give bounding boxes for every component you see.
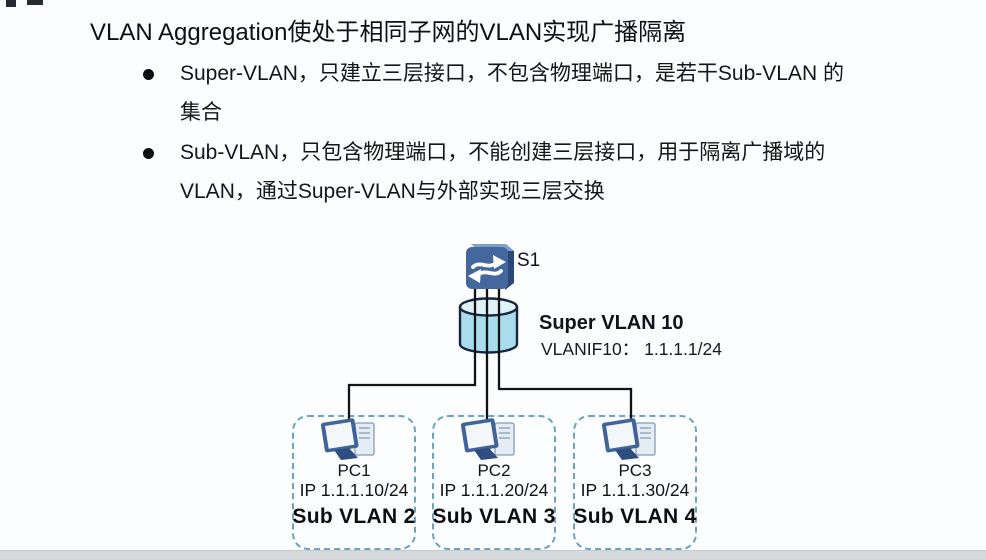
screen-artifact [6,0,16,7]
switch-label: S1 [517,250,541,271]
bullet-icon [143,148,154,159]
bullet-text: Super-VLAN，只建立三层接口，不包含物理端口，是若干Sub-VLAN 的… [180,55,844,132]
sub-vlan-2-box: PC1 IP 1.1.1.10/24 Sub VLAN 2 [292,415,416,550]
vlan-cylinder-icon [458,297,519,354]
bullet-line: Super-VLAN，只建立三层接口，不包含物理端口，是若干Sub-VLAN 的 [180,62,844,85]
bullet-icon [143,69,154,80]
bullet-line: VLAN，通过Super-VLAN与外部实现三层交换 [180,179,605,203]
letterbox-strip [0,550,986,559]
switch-icon [466,244,514,290]
pc-ip: IP 1.1.1.10/24 [299,480,409,500]
sub-vlan-label: Sub VLAN 3 [432,505,556,528]
pc-ip: IP 1.1.1.20/24 [439,480,549,500]
super-vlan-interface: VLANIF10： 1.1.1.1/24 [541,339,722,359]
sub-vlan-label: Sub VLAN 2 [292,505,416,528]
screen-artifact [27,0,43,5]
sub-vlan-label: Sub VLAN 4 [573,505,697,528]
bullet-line: Sub-VLAN，只包含物理端口，不能创建三层接口，用于隔离广播域的 [180,141,826,164]
pc-name: PC2 [477,461,511,480]
sub-vlan-4-box: PC3 IP 1.1.1.30/24 Sub VLAN 4 [573,415,697,550]
pc-ip: IP 1.1.1.30/24 [580,480,690,500]
bullet-item-super-vlan: Super-VLAN，只建立三层接口，不包含物理端口，是若干Sub-VLAN 的… [143,55,953,132]
bullet-line: 集合 [180,100,222,124]
bullet-list: Super-VLAN，只建立三层接口，不包含物理端口，是若干Sub-VLAN 的… [143,55,953,213]
bullet-text: Sub-VLAN，只包含物理端口，不能创建三层接口，用于隔离广播域的 VLAN，… [180,134,825,211]
super-vlan-title: Super VLAN 10 [539,312,684,334]
bullet-item-sub-vlan: Sub-VLAN，只包含物理端口，不能创建三层接口，用于隔离广播域的 VLAN，… [143,134,953,211]
pc-name: PC1 [337,461,371,480]
page-title: VLAN Aggregation使处于相同子网的VLAN实现广播隔离 [90,19,687,46]
sub-vlan-3-box: PC2 IP 1.1.1.20/24 Sub VLAN 3 [432,415,556,550]
pc-name: PC3 [618,461,652,480]
